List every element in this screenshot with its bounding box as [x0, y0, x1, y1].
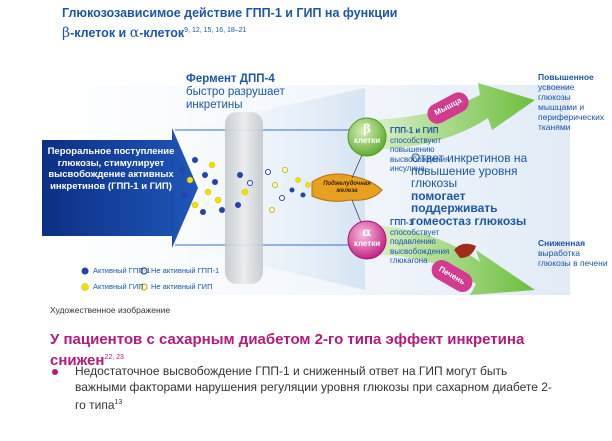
pancreas-label: Поджелудочная железа: [323, 181, 371, 194]
bullet-marker: [52, 369, 58, 375]
muscle-uptake-bold: Повышенное: [538, 72, 594, 82]
beta-symbol: β: [62, 25, 71, 42]
effect-desc: Ответ инкретинов на повышение уровня глю…: [411, 151, 528, 190]
legend-active-gip: Активный ГИП: [93, 282, 144, 291]
legend-active-glp: Активный ГПП-1: [93, 266, 151, 275]
section-heading: У пациентов с сахарным диабетом 2-го тип…: [50, 331, 590, 370]
alpha-symbol: α: [129, 25, 140, 42]
section-heading-text: У пациентов с сахарным диабетом 2-го тип…: [50, 331, 525, 369]
liver-output-desc: выработка глюкозы в печени: [538, 248, 608, 268]
liver-output-text: Сниженная выработка глюкозы в печени: [538, 238, 608, 268]
title-refs: 9, 12, 15, 16, 18–21: [184, 27, 247, 34]
muscle-uptake-desc: усвоение глюкозы мышцами и периферически…: [538, 82, 605, 132]
title-line2-end: -клеток: [139, 26, 185, 41]
title-line2-part: -клеток и: [70, 26, 130, 41]
alpha-effect-bold: ГПП-1: [390, 218, 414, 227]
bullet-refs: 13: [114, 399, 123, 406]
incretin-effect-text: Ответ инкретинов на повышение уровня глю…: [411, 152, 531, 227]
legend-inactive-glp: Не активный ГПП-1: [151, 266, 220, 275]
title-line1: Глюкозозависимое действие ГПП-1 и ГИП на…: [62, 6, 398, 20]
effect-bold: помогает поддерживать гомеостаз глюкозы: [411, 188, 527, 228]
beta-effect-bold: ГПП-1 и ГИП: [390, 126, 439, 135]
beta-effect-text: ГПП-1 и ГИП способствуют повышению высво…: [390, 126, 458, 174]
illustration-caption: Художественное изображение: [50, 305, 171, 315]
alpha-cell-symbol: α: [362, 225, 372, 239]
beta-cell-label: β клетки: [353, 122, 381, 146]
bullet-body: Недостаточное высвобождение ГПП-1 и сниж…: [75, 364, 552, 412]
alpha-effect-desc: способствует подавлению высвобождения гл…: [390, 227, 450, 266]
alpha-effect-text: ГПП-1 способствует подавлению высвобожде…: [390, 218, 458, 266]
liver-output-bold: Сниженная: [538, 238, 586, 248]
dpp4-title: Фермент ДПП-4: [186, 73, 275, 85]
beta-cell-symbol: β: [363, 122, 371, 136]
page-title: Глюкозозависимое действие ГПП-1 и ГИП на…: [62, 5, 602, 42]
beta-cell-text: клетки: [353, 136, 381, 145]
beta-effect-desc: способствуют повышению высвобождения инс…: [390, 135, 450, 174]
muscle-uptake-text: Повышенное усвоение глюкозы мышцами и пе…: [538, 72, 608, 132]
molecule-cloud: [179, 157, 311, 215]
section-heading-refs: 22, 23: [104, 354, 124, 361]
bullet-text: Недостаточное высвобождение ГПП-1 и сниж…: [75, 364, 555, 414]
alpha-cell-text: клетки: [353, 239, 381, 248]
dpp4-label: Фермент ДПП-4 быстро разрушает инкретины: [186, 73, 306, 112]
legend-inactive-gip: Не активный ГИП: [151, 282, 213, 291]
alpha-cell-label: α клетки: [353, 225, 381, 249]
dpp4-desc: быстро разрушает инкретины: [186, 86, 285, 111]
oral-glucose-text: Пероральное поступление глюкозы, стимули…: [47, 146, 175, 192]
